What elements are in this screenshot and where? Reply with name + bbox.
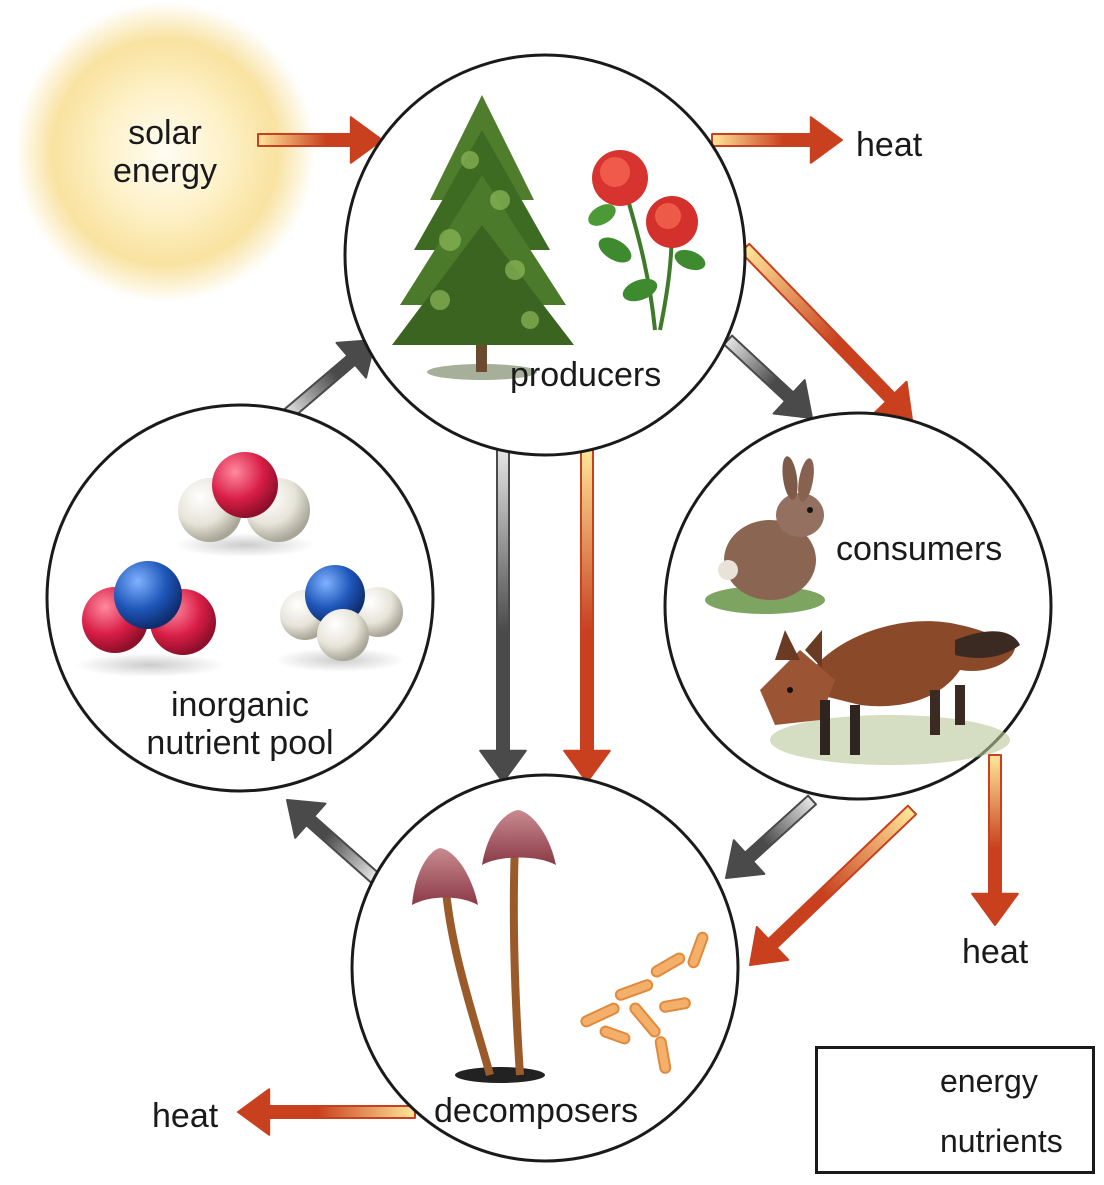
heat-right-label: heat [962,933,1029,971]
consumers-label: consumers [836,530,1003,568]
inorganic-to-producers-arrow [282,339,376,421]
consumers-to-decomposers-nutrient-arrow [725,794,817,879]
pine-tree-icon [392,95,574,380]
inorganic-line2: nutrient pool [146,724,334,762]
inorganic-pool-circle [45,403,435,793]
legend-nutrients-label: nutrients [940,1123,1063,1159]
solar-to-producers-arrow [257,116,383,164]
producers-to-heat-arrow [711,116,843,164]
ammonia-molecule-icon [275,565,405,672]
producers-to-decomposers-energy-arrow [563,447,611,783]
consumers-circle [663,411,1053,801]
consumers-to-heat-arrow [971,754,1019,926]
heat-bottom-label: heat [152,1097,219,1135]
bacteria-icon [580,931,709,1074]
producers-to-consumers-energy-arrow [739,242,913,421]
legend: energy nutrients [815,1046,1095,1174]
decomposers-to-inorganic-arrow [286,799,380,884]
decomposers-label: decomposers [434,1092,639,1130]
nitrogen-dioxide-molecule-icon [75,561,225,677]
consumers-to-decomposers-energy-arrow [749,804,918,966]
water-molecule-icon [175,452,315,557]
inorganic-line1: inorganic [171,686,309,724]
producers-circle [343,53,747,457]
sun-glow [15,2,315,302]
producers-label: producers [510,356,662,394]
heat-top-label: heat [856,126,923,164]
flow-arrows [237,116,1019,1136]
rabbit-icon [705,456,825,614]
fox-icon [760,621,1020,765]
legend-energy-label: energy [940,1063,1038,1099]
solar-energy-line2: energy [113,152,217,190]
mushroom-icon [412,810,556,1083]
solar-energy-line1: solar [128,114,202,152]
solar-energy-label: solar energy [113,114,217,190]
decomposers-to-heat-arrow [237,1088,416,1136]
rose-icon [588,150,706,331]
producers-to-consumers-nutrient-arrow [722,334,813,419]
inorganic-pool-label: inorganic nutrient pool [146,686,333,762]
producers-to-decomposers-nutrient-arrow [479,447,527,783]
